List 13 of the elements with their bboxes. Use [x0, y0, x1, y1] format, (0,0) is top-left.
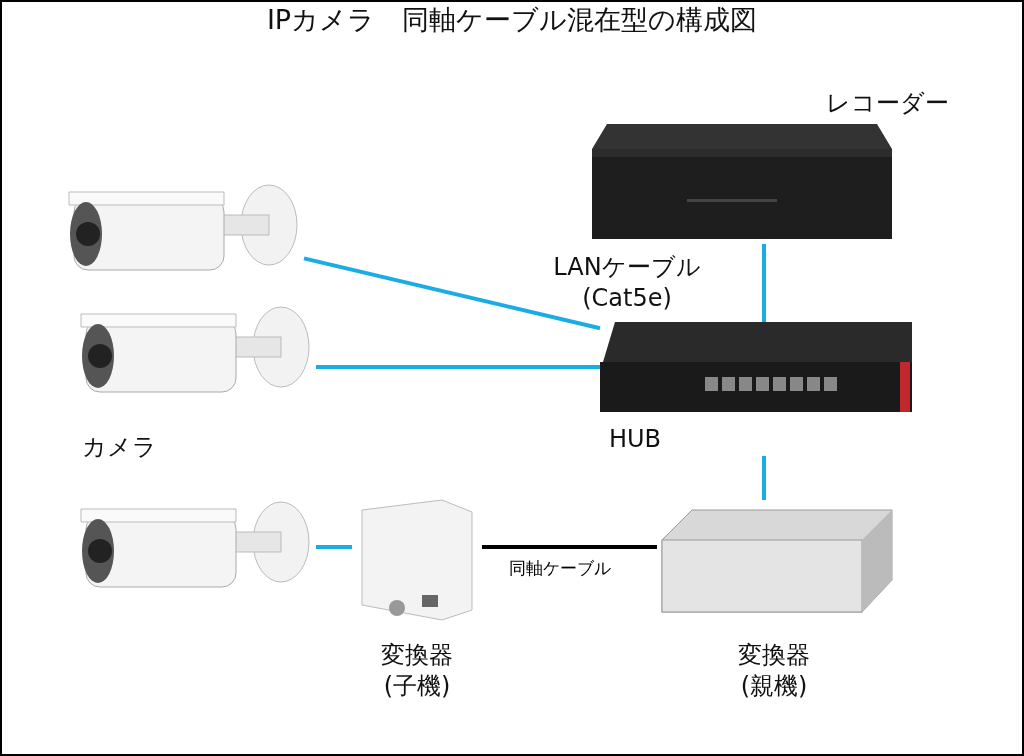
cable-line [316, 545, 352, 549]
text-label: LANケーブル (Cat5e) [552, 252, 702, 315]
cable-line [762, 244, 766, 322]
text-label: カメラ [80, 432, 158, 463]
device-label: 変換器 (子機) [380, 640, 454, 703]
cable-line [303, 256, 601, 331]
device-label: レコーダー [824, 88, 950, 119]
cable-line [316, 365, 600, 369]
cable-line [762, 456, 766, 500]
diagram-title: IPカメラ 同軸ケーブル混在型の構成図 [265, 3, 759, 37]
cable-line [482, 545, 657, 549]
device-label: 変換器 (親機) [737, 640, 811, 703]
device-label: HUB [607, 424, 663, 455]
